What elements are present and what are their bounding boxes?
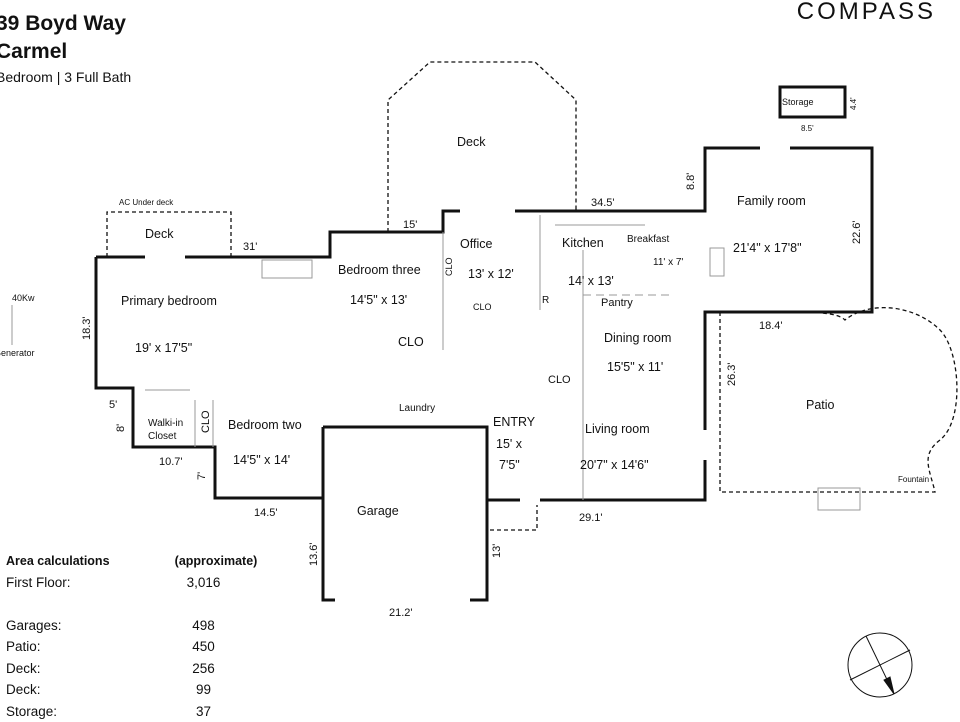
walkin-clo-label: CLO (200, 410, 212, 433)
dimension-labels: 31' 15' 34.5' 8.8' 22.6' 8.5' 4.4' 18.3'… (81, 97, 863, 619)
dim-8-8: 8.8' (685, 173, 697, 190)
area-calculations-table: Area calculations (approximate) First Flo… (6, 550, 261, 722)
dim-31: 31' (243, 241, 257, 253)
area-label: Patio: (6, 639, 41, 655)
deck-left-label: Deck (145, 227, 174, 241)
walls (94, 85, 874, 602)
living-room-label: Living room (585, 422, 650, 436)
area-value: 450 (192, 639, 215, 655)
dim-15: 15' (403, 219, 417, 231)
dim-34-5: 34.5' (591, 197, 615, 209)
compass-logo: COMPASS (796, 0, 936, 25)
dim-13-6: 13.6' (308, 542, 320, 566)
walkin-label-2: Closet (148, 431, 177, 442)
dim-7: 7' (196, 472, 208, 480)
generator-kw-label: 40Kw (12, 293, 35, 303)
dim-4-4: 4.4' (849, 97, 858, 110)
breakfast-size: 11' x 7' (653, 257, 683, 268)
bedroom-three-size: 14'5" x 13' (350, 293, 407, 307)
area-label: Storage: (6, 703, 58, 719)
office-clo-vertical: CLO (444, 257, 454, 276)
storage-box (778, 85, 847, 119)
area-value: 256 (192, 660, 215, 676)
entry-label: ENTRY (493, 415, 536, 429)
area-label: Garages: (6, 617, 62, 633)
laundry-label: Laundry (399, 403, 435, 414)
kitchen-label: Kitchen (562, 236, 604, 250)
dim-22-6: 22.6' (851, 220, 863, 244)
fountain-label: Fountain (898, 475, 929, 484)
clo-label: CLO (398, 335, 424, 349)
area-note: (approximate) (174, 553, 258, 568)
dim-18-4: 18.4' (759, 320, 783, 332)
bedroom-three-label: Bedroom three (338, 263, 421, 277)
patio-label: Patio (806, 398, 835, 412)
dim-8: 8' (115, 424, 127, 432)
area-value: 498 (192, 617, 215, 633)
address-title: 39 Boyd Way (0, 12, 126, 35)
deck-left-outline (106, 211, 232, 257)
entry-size-1: 15' x (496, 437, 523, 451)
area-value: 3,016 (186, 574, 221, 590)
office-size: 13' x 12' (468, 267, 514, 281)
primary-bedroom-label: Primary bedroom (121, 294, 217, 308)
office-clo-label: CLO (473, 302, 492, 312)
entry-step-outline (486, 505, 538, 531)
patio-outline (719, 307, 958, 493)
dim-8-5: 8.5' (801, 124, 814, 133)
bedroom-two-size: 14'5" x 14' (233, 453, 290, 467)
deck-top-label: Deck (457, 135, 486, 149)
storage-label: Storage (782, 97, 814, 107)
family-room-size: 21'4" x 17'8" (733, 241, 802, 255)
generator-label: Generator (0, 348, 35, 358)
breakfast-label: Breakfast (627, 234, 669, 245)
dim-26-3: 26.3' (726, 362, 738, 386)
dim-18-3: 18.3' (81, 316, 93, 340)
area-title: Area calculations (6, 553, 110, 568)
clo-label-2: CLO (548, 374, 571, 386)
dim-21-2: 21.2' (389, 607, 413, 619)
refrigerator-label: R (542, 295, 549, 306)
area-label: Deck: (6, 682, 41, 698)
area-label: First Floor: (6, 574, 71, 590)
living-room-size: 20'7" x 14'6" (580, 458, 649, 472)
dim-29-1: 29.1' (579, 512, 603, 524)
summary-text: Bedroom | 3 Full Bath (0, 69, 132, 85)
entry-size-2: 7'5" (499, 458, 520, 472)
deck-top-outline (387, 61, 577, 232)
room-labels: Deck Deck AC Under deck Primary bedroom … (0, 97, 929, 518)
north-compass-icon (847, 632, 913, 698)
area-value: 99 (195, 682, 212, 698)
dim-5: 5' (109, 399, 117, 411)
city-title: Carmel (0, 40, 68, 63)
dim-13: 13' (491, 544, 503, 558)
area-value: 37 (195, 703, 212, 719)
interior-lines (11, 215, 861, 511)
area-label: Deck: (6, 660, 41, 676)
dim-10-7: 10.7' (159, 456, 183, 468)
kitchen-size: 14' x 13' (568, 274, 614, 288)
office-label: Office (460, 237, 492, 251)
bedroom-two-label: Bedroom two (228, 418, 302, 432)
dining-room-size: 15'5" x 11' (607, 360, 663, 374)
dim-14-5: 14.5' (254, 507, 278, 519)
family-room-label: Family room (737, 194, 806, 208)
walkin-label-1: Walki-in (148, 418, 183, 429)
ac-note: AC Under deck (119, 198, 174, 207)
dining-room-label: Dining room (604, 331, 671, 345)
pantry-label: Pantry (601, 297, 633, 309)
garage-label: Garage (357, 504, 399, 518)
primary-bedroom-size: 19' x 17'5" (135, 341, 192, 355)
